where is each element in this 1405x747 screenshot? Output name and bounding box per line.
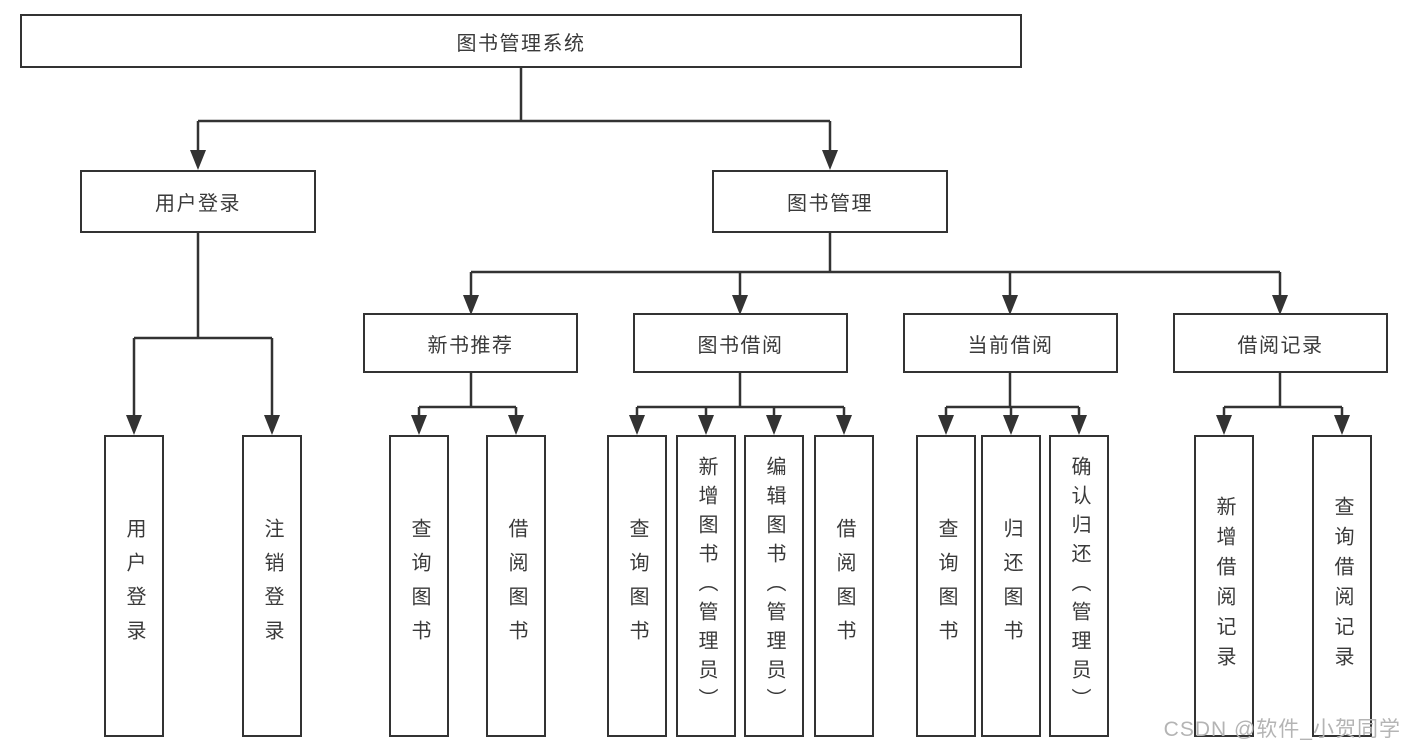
leaf-cb-confirm-return-admin-label: 确认归还（管理员） [1068,455,1090,717]
leaf-br-add-record: 新增借阅记录 [1194,435,1254,737]
leaf-cb-query-books-label: 查询图书 [935,518,957,654]
leaf-bb-add-books-admin: 新增图书（管理员） [676,435,736,737]
leaf-nbr-query-books: 查询图书 [389,435,449,737]
leaf-nbr-borrow-books-label: 借阅图书 [505,518,527,654]
leaf-bb-query-books-label: 查询图书 [626,518,648,654]
leaf-user-login: 用户登录 [104,435,164,737]
node-current-borrowing-label: 当前借阅 [967,334,1054,357]
csdn-watermark: CSDN @软件_小贺同学 [1163,718,1401,741]
leaf-cb-query-books: 查询图书 [916,435,976,737]
leaf-nbr-borrow-books: 借阅图书 [486,435,546,737]
leaf-br-query-record: 查询借阅记录 [1312,435,1372,737]
leaf-cb-confirm-return-admin: 确认归还（管理员） [1049,435,1109,737]
leaf-logout-label: 注销登录 [261,518,283,654]
leaf-cb-return-books-label: 归还图书 [1000,518,1022,654]
node-current-borrowing: 当前借阅 [903,313,1118,373]
node-user-login: 用户登录 [80,170,316,233]
node-user-login-label: 用户登录 [155,193,241,215]
leaf-bb-edit-books-admin-label: 编辑图书（管理员） [763,455,785,717]
leaf-bb-add-books-admin-label: 新增图书（管理员） [695,455,717,717]
leaf-bb-borrow-books-label: 借阅图书 [833,518,855,654]
node-borrow-records-label: 借阅记录 [1237,334,1324,357]
leaf-bb-edit-books-admin: 编辑图书（管理员） [744,435,804,737]
node-borrow-records: 借阅记录 [1173,313,1388,373]
leaf-nbr-query-books-label: 查询图书 [408,518,430,654]
node-book-borrowing: 图书借阅 [633,313,848,373]
leaf-br-add-record-label: 新增借阅记录 [1213,496,1235,676]
node-book-management: 图书管理 [712,170,948,233]
node-root-label: 图书管理系统 [456,32,586,55]
leaf-logout: 注销登录 [242,435,302,737]
node-root: 图书管理系统 [20,14,1022,68]
node-new-book-recommendation-label: 新书推荐 [427,334,514,357]
leaf-bb-query-books: 查询图书 [607,435,667,737]
leaf-bb-borrow-books: 借阅图书 [814,435,874,737]
node-new-book-recommendation: 新书推荐 [363,313,578,373]
leaf-cb-return-books: 归还图书 [981,435,1041,737]
node-book-management-label: 图书管理 [787,193,873,215]
node-book-borrowing-label: 图书借阅 [697,334,784,357]
leaf-user-login-label: 用户登录 [123,518,145,654]
leaf-br-query-record-label: 查询借阅记录 [1331,496,1353,676]
